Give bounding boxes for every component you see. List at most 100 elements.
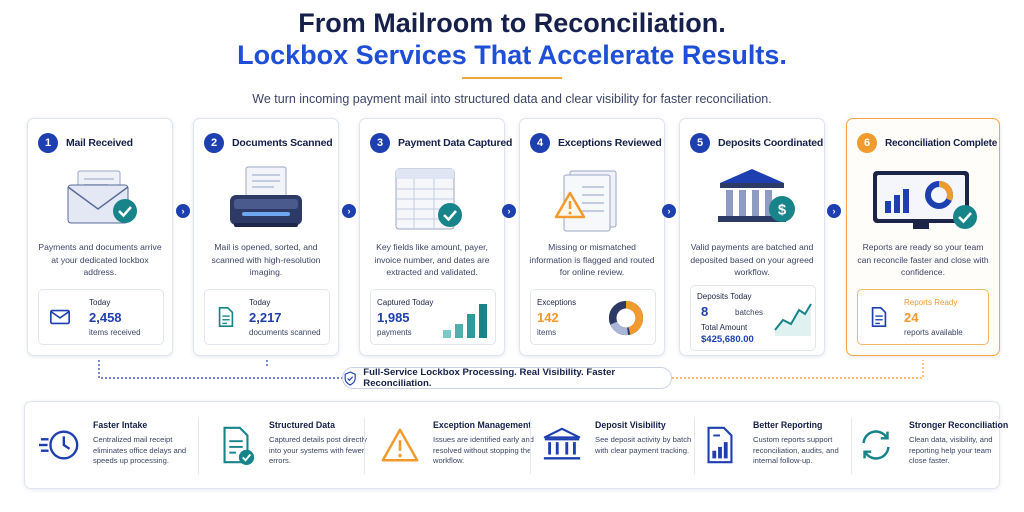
stat-label: Deposits Today — [697, 292, 752, 301]
stat-label: Today — [249, 298, 271, 307]
step-card-mail-received: 1 Mail Received Payments and documents a… — [27, 118, 173, 356]
feature-description: Clean data, visibility, and reporting he… — [909, 435, 993, 466]
step-number: 1 — [38, 133, 58, 153]
banner-text: Full-Service Lockbox Processing. Real Vi… — [363, 367, 616, 389]
stat-unit: reports available — [904, 328, 963, 337]
stat-label: Captured Today — [377, 298, 434, 307]
feature-better-reporting: Better Reporting Custom reports support … — [685, 402, 847, 490]
stat-box: Deposits Today 8 batches Total Amount $4… — [690, 285, 816, 351]
divider — [198, 418, 199, 474]
feature-exception-management: Exception Management Issues are identifi… — [365, 402, 534, 490]
feature-description: Captured details post directly into your… — [269, 435, 367, 466]
shield-check-icon — [344, 370, 356, 386]
stat-box: Exceptions 142 items — [530, 289, 656, 345]
divider — [851, 418, 852, 474]
stat-value: 142 — [537, 310, 559, 325]
step-title: Deposits Coordinated — [718, 137, 824, 149]
divider — [364, 418, 365, 474]
chevron-right-icon: › — [502, 204, 516, 218]
stat-value: 2,217 — [249, 310, 282, 325]
stat-value: 2,458 — [89, 310, 122, 325]
stat-value: 8 — [701, 304, 709, 319]
sync-arrows-icon — [862, 430, 890, 460]
report-chart-icon — [707, 426, 733, 464]
chevron-right-icon: › — [342, 204, 356, 218]
stat-label: Reports Ready — [904, 298, 958, 307]
bank-icon — [543, 427, 581, 460]
title-underline — [462, 77, 562, 79]
feature-description: Centralized mail receipt eliminates offi… — [93, 435, 187, 466]
document-icon — [218, 307, 234, 327]
warning-icon — [381, 428, 419, 462]
stat-unit: batches — [735, 308, 764, 317]
feature-structured-data: Structured Data Captured details post di… — [201, 402, 367, 490]
banner: Full-Service Lockbox Processing. Real Vi… — [342, 367, 672, 389]
step-card-exceptions-reviewed: 4 Exceptions Reviewed Missing or mismatc… — [519, 118, 665, 356]
stat-label: Exceptions — [537, 298, 577, 307]
features-panel: Faster Intake Centralized mail receipt e… — [24, 401, 1008, 490]
stat-label: Total Amount — [701, 323, 748, 332]
monitor-dashboard-icon — [873, 171, 977, 229]
feature-title: Stronger Reconciliation — [909, 420, 1009, 430]
stat-box: Today 2,217 documents scanned — [204, 289, 330, 345]
stat-box: Today 2,458 items received — [38, 289, 164, 345]
stat-box: Reports Ready 24 reports available — [857, 289, 989, 345]
step-description: Key fields like amount, payer, invoice n… — [374, 242, 490, 277]
stat-value: $425,680.00 — [701, 334, 754, 345]
step-description: Valid payments are batched and deposited… — [690, 242, 814, 277]
feature-description: Custom reports support reconciliation, a… — [753, 435, 839, 466]
feature-description: See deposit activity by batch with clear… — [595, 435, 692, 455]
chevron-right-icon: › — [827, 204, 841, 218]
line-chart-icon — [774, 303, 812, 336]
report-icon — [871, 307, 887, 327]
feature-title: Faster Intake — [93, 420, 148, 430]
step-title: Documents Scanned — [232, 137, 333, 149]
stat-unit: items received — [89, 328, 141, 337]
step-title: Payment Data Captured — [398, 137, 513, 149]
chevron-right-icon: › — [662, 204, 676, 218]
feature-title: Exception Management — [433, 420, 532, 430]
donut-chart-icon — [608, 300, 644, 336]
spreadsheet-check-icon — [395, 168, 462, 230]
stat-label: Today — [89, 298, 111, 307]
connector-lines — [98, 360, 924, 379]
feature-deposit-visibility: Deposit Visibility See deposit activity … — [527, 402, 691, 490]
page-subtitle: We turn incoming payment mail into struc… — [252, 92, 772, 106]
feature-title: Structured Data — [269, 420, 335, 430]
page-title-line1: From Mailroom to Reconciliation. — [298, 8, 726, 38]
step-number: 3 — [370, 133, 390, 153]
step-number: 5 — [690, 133, 710, 153]
scanner-icon — [230, 166, 302, 227]
step-number: 4 — [530, 133, 550, 153]
feature-stronger-reconciliation: Stronger Reconciliation Clean data, visi… — [841, 402, 1008, 490]
feature-faster-intake: Faster Intake Centralized mail receipt e… — [25, 402, 187, 490]
stat-unit: payments — [377, 328, 412, 337]
step-card-documents-scanned: 2 Documents Scanned Mail is opened, sort… — [193, 118, 339, 356]
step-card-deposits-coordinated: 5 Deposits Coordinated $ Valid payments … — [679, 118, 825, 356]
feature-description: Issues are identified early and resolved… — [433, 435, 534, 466]
svg-text:$: $ — [778, 202, 787, 219]
mail-icon — [50, 309, 70, 325]
step-card-payment-data-captured: 3 Payment Data Captured Key fields like … — [359, 118, 512, 356]
step-description: Missing or mismatched information is fla… — [529, 242, 655, 277]
step-title: Exceptions Reviewed — [558, 137, 662, 149]
step-number: 6 — [857, 133, 877, 153]
step-title: Reconciliation Complete — [885, 137, 998, 149]
divider — [694, 418, 695, 474]
stat-box: Captured Today 1,985 payments — [370, 289, 496, 345]
step-description: Reports are ready so your team can recon… — [857, 242, 989, 277]
stat-unit: items — [537, 328, 557, 337]
envelope-check-icon — [67, 170, 137, 224]
step-description: Mail is opened, sorted, and scanned with… — [211, 242, 321, 277]
warning-documents-icon — [554, 170, 617, 232]
step-card-reconciliation-complete: 6 Reconciliation Complete Reports are re… — [846, 118, 1000, 356]
chevron-right-icon: › — [176, 204, 190, 218]
step-number: 2 — [204, 133, 224, 153]
bank-dollar-icon: $ — [718, 169, 795, 222]
stat-value: 1,985 — [377, 310, 410, 325]
stat-unit: documents scanned — [249, 328, 321, 337]
page-title-line2: Lockbox Services That Accelerate Results… — [237, 40, 787, 70]
divider — [530, 418, 531, 474]
stat-value: 24 — [904, 310, 919, 325]
step-description: Payments and documents arrive at your de… — [38, 242, 162, 277]
